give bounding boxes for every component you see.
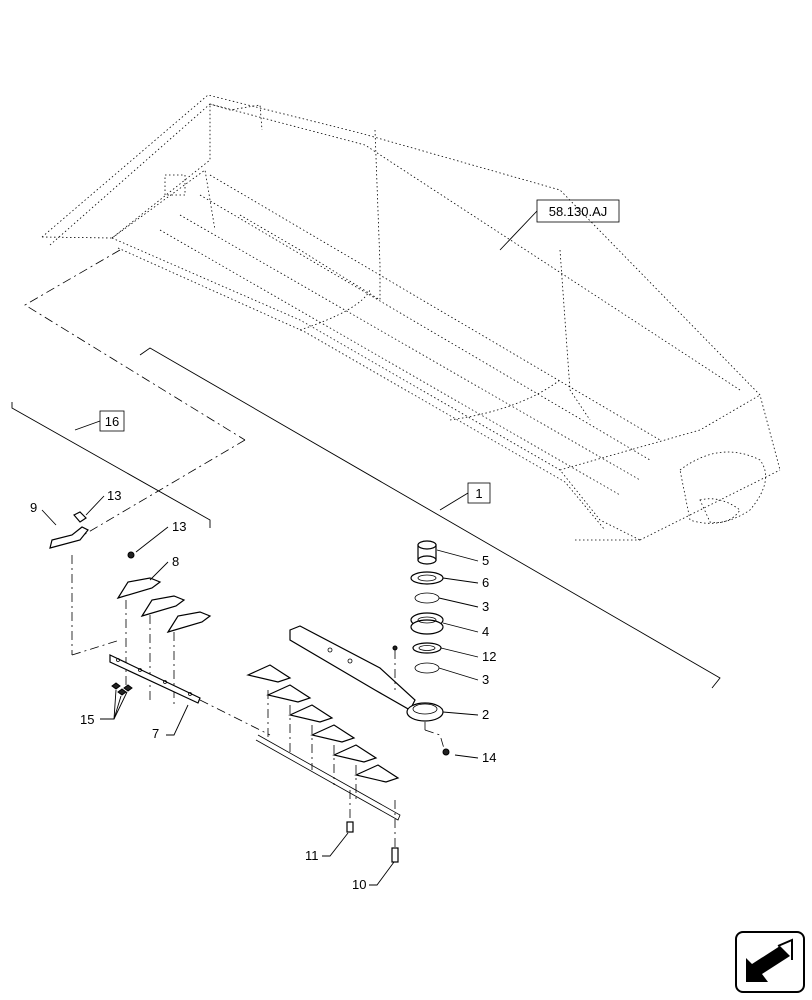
callout-11: 11 xyxy=(305,848,319,863)
callout-13-a: 13 xyxy=(107,488,121,503)
part-8-guards xyxy=(71,551,212,705)
assembly-1-bracket: 1 xyxy=(139,347,721,689)
callout-assembly-16: 16 xyxy=(105,414,119,429)
exit-arrow-icon[interactable] xyxy=(735,931,805,993)
bearing-stack xyxy=(410,540,444,674)
part-7-guard-bar xyxy=(109,654,271,736)
part-9-guard xyxy=(49,511,89,655)
assembly-16-bracket: 16 xyxy=(11,402,211,528)
part-15-bolts xyxy=(111,682,133,696)
callouts: 9 13 13 8 5 6 3 4 12 3 2 14 15 7 11 10 xyxy=(30,488,496,892)
callout-assembly-1: 1 xyxy=(475,486,482,501)
header-frame xyxy=(41,94,781,541)
callout-5: 5 xyxy=(482,553,489,568)
callout-9: 9 xyxy=(30,500,37,515)
boundary-lines xyxy=(24,249,246,541)
callout-15: 15 xyxy=(80,712,94,727)
callout-8: 8 xyxy=(172,554,179,569)
callout-4: 4 xyxy=(482,624,489,639)
callout-7: 7 xyxy=(152,726,159,741)
callout-6: 6 xyxy=(482,575,489,590)
callout-3-b: 3 xyxy=(482,672,489,687)
knife-sections xyxy=(246,664,401,848)
callout-13-b: 13 xyxy=(172,519,186,534)
callout-14: 14 xyxy=(482,750,496,765)
reference-label: 58.130.AJ xyxy=(549,204,608,219)
callout-2: 2 xyxy=(482,707,489,722)
callout-3-a: 3 xyxy=(482,599,489,614)
callout-10: 10 xyxy=(352,877,366,892)
callout-12: 12 xyxy=(482,649,496,664)
bolts-10-11 xyxy=(346,821,399,863)
reference-callout: 58.130.AJ xyxy=(499,199,620,251)
